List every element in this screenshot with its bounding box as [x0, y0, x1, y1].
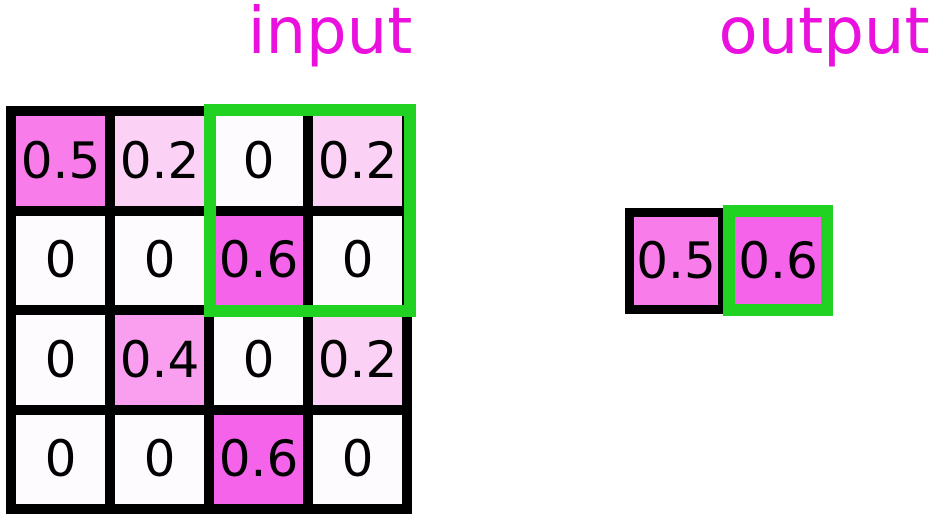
input-cell-r1c1: 0 [115, 215, 204, 305]
input-cell-r1c0: 0 [16, 215, 105, 305]
output-cell-1-highlighted: 0.6 [723, 205, 833, 316]
input-cell-r3c0: 0 [16, 414, 105, 504]
input-cell-r3c2: 0.6 [214, 414, 303, 504]
input-cell-r0c0: 0.5 [16, 116, 105, 206]
input-cell-r2c0: 0 [16, 315, 105, 405]
input-cell-r0c1: 0.2 [115, 116, 204, 206]
input-cell-r2c2: 0 [214, 315, 303, 405]
input-cell-r3c1: 0 [115, 414, 204, 504]
output-cell-0: 0.5 [625, 208, 727, 314]
input-cell-r1c3: 0 [313, 215, 402, 305]
output-title: output [718, 0, 930, 69]
input-title: input [247, 0, 413, 69]
input-cell-r0c3: 0.2 [313, 116, 402, 206]
input-grid: 0.5 0.2 0 0.2 0 0 0.6 0 0 0.4 0 0.2 0 0 … [6, 106, 412, 514]
input-cell-r2c1: 0.4 [115, 315, 204, 405]
input-cell-r0c2: 0 [214, 116, 303, 206]
input-cell-r3c3: 0 [313, 414, 402, 504]
input-cell-r1c2: 0.6 [214, 215, 303, 305]
input-cell-r2c3: 0.2 [313, 315, 402, 405]
